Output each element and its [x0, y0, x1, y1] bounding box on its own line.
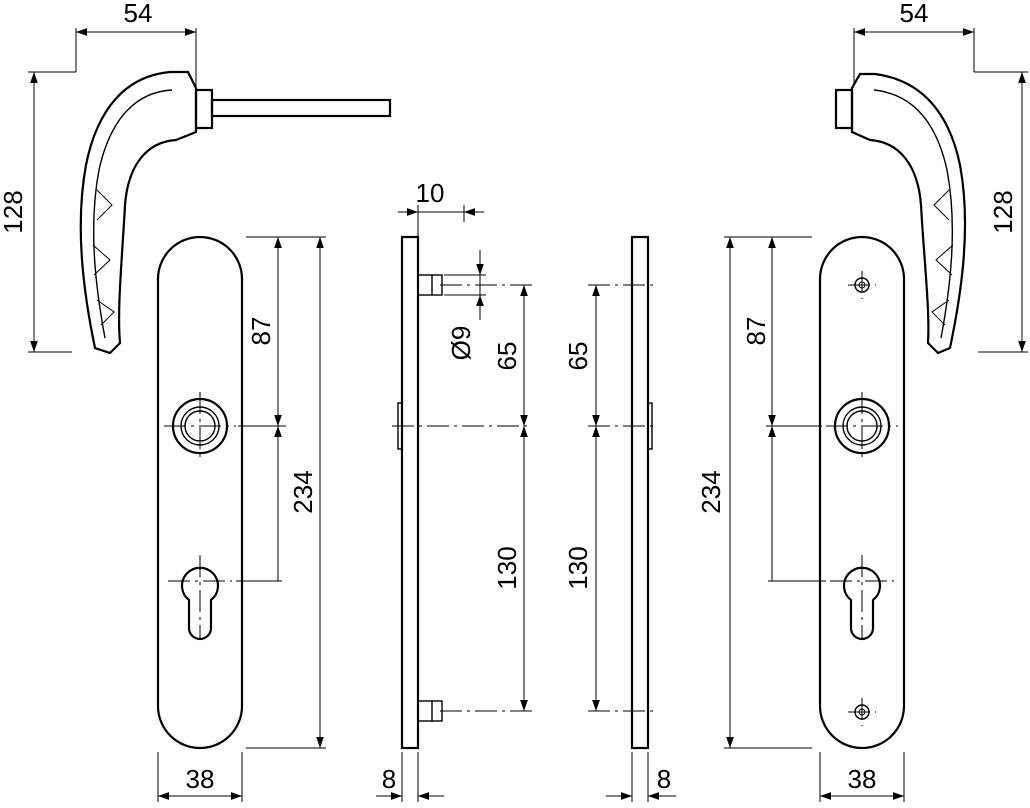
left-side-view	[392, 235, 532, 750]
dim-side-right-upper: 65	[563, 342, 593, 371]
dim-spindle-diameter: Ø9	[446, 326, 476, 361]
dim-front-right-total: 234	[696, 470, 726, 513]
right-side-view	[588, 235, 658, 750]
dim-side-left-upper: 65	[492, 342, 522, 371]
dim-handle-right-width: 54	[900, 0, 929, 28]
dim-front-left-width: 38	[186, 764, 215, 794]
dim-side-right-thickness: 8	[657, 764, 671, 794]
dim-side-left-lower: 130	[492, 546, 522, 589]
dimension-labels: 54 54 128 128 10 Ø9 87 234 87 234 65 130…	[0, 0, 1018, 794]
dim-handle-right-height: 128	[988, 190, 1018, 233]
dim-handle-left-height: 128	[0, 190, 28, 233]
left-handle	[79, 70, 392, 355]
dim-side-offset: 10	[416, 178, 445, 208]
dim-front-right-upper: 87	[741, 317, 771, 346]
dim-side-right-lower: 130	[563, 546, 593, 589]
right-handle	[834, 72, 967, 355]
dim-front-left-upper: 87	[246, 317, 276, 346]
dimension-lines	[28, 28, 1028, 802]
dim-front-right-width: 38	[848, 764, 877, 794]
dim-handle-left-width: 54	[124, 0, 153, 28]
left-front-plate	[156, 235, 244, 750]
dim-side-left-thickness: 8	[382, 764, 396, 794]
right-front-plate	[818, 235, 906, 750]
dim-front-left-total: 234	[288, 470, 318, 513]
